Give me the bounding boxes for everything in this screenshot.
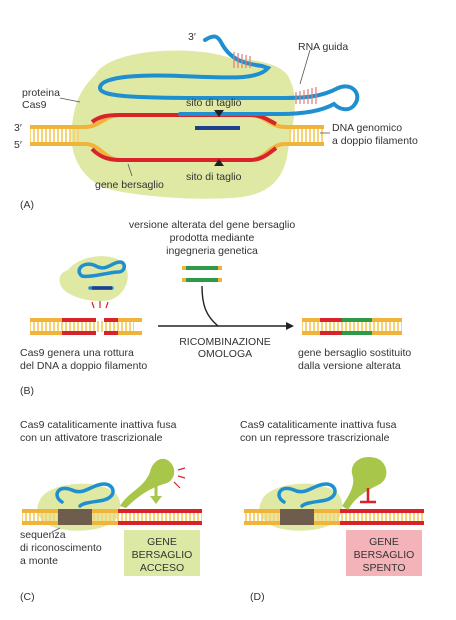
- gene-off-line1: GENE: [369, 536, 399, 548]
- panel-c-header-line1: Cas9 cataliticamente inattiva fusa: [20, 419, 177, 431]
- repaired-dna: [302, 318, 402, 335]
- replaced-gene-line1: gene bersaglio sostituito: [298, 347, 411, 359]
- donor-merge-arrow: [201, 285, 219, 327]
- protein-leader: [59, 97, 81, 103]
- cas9-protein-shape-b: [59, 256, 128, 302]
- recognition-leader: [51, 527, 61, 533]
- rna-guide-leader: [299, 49, 311, 85]
- cut-site-bottom-marker: [214, 159, 224, 166]
- target-gene-bottom: [90, 146, 278, 162]
- recognition-seq-line3: a monte: [20, 555, 58, 567]
- activation-arrowhead: [150, 496, 162, 504]
- gene-on-line1: GENE: [147, 536, 177, 548]
- replaced-gene-line2: dalla versione alterata: [298, 360, 401, 372]
- dna-c: [22, 509, 202, 525]
- panel-c-label: (C): [20, 591, 35, 603]
- target-gene-label: gene bersaglio: [95, 179, 164, 191]
- gene-off-line2: BERSAGLIO: [354, 549, 415, 561]
- gene-on-line2: BERSAGLIO: [132, 549, 193, 561]
- cut-site-top-label: sito di taglio: [186, 97, 242, 109]
- recombination-arrowhead: [286, 322, 294, 330]
- altered-version-line2: prodotta mediante: [170, 232, 255, 244]
- panel-a: 3′ RNA guida proteina Cas9 3′ 5′ sito di…: [14, 31, 418, 211]
- broken-dna: [30, 301, 142, 335]
- panel-b: versione alterata del gene bersaglio pro…: [20, 219, 411, 397]
- protein-label-line1: proteina: [22, 87, 60, 99]
- dna-rungs-left: [30, 127, 80, 144]
- altered-version-line3: ingegneria genetica: [166, 245, 258, 257]
- target-gene-leader: [127, 163, 133, 177]
- dna-d: [244, 509, 424, 525]
- rna-guide-label: RNA guida: [298, 41, 348, 53]
- donor-dna: [182, 266, 222, 282]
- genomic-dna-label-line1: DNA genomico: [332, 122, 402, 134]
- three-prime-label: 3′: [14, 122, 22, 134]
- cas9-break-line1: Cas9 genera una rottura: [20, 347, 134, 359]
- recognition-seq-line1: sequenza: [20, 529, 66, 541]
- genomic-dna-label-line2: a doppio filamento: [332, 135, 418, 147]
- dna-rungs-right: [288, 127, 324, 144]
- gene-on-line3: ACCESO: [140, 562, 184, 574]
- cut-site-top-marker: [214, 110, 224, 117]
- panel-d-header-line1: Cas9 cataliticamente inattiva fusa: [240, 419, 397, 431]
- panel-c-header-line2: con un attivatore trascrizionale: [20, 432, 163, 444]
- recombination-label-line2: OMOLOGA: [198, 348, 252, 360]
- panel-d: Cas9 cataliticamente inattiva fusa con u…: [240, 419, 424, 603]
- gene-off-line3: SPENTO: [363, 562, 406, 574]
- repressor-domain: [342, 456, 387, 510]
- recombination-label-line1: RICOMBINAZIONE: [179, 336, 271, 348]
- three-prime-rna-label: 3′: [188, 31, 196, 43]
- recognition-seq-line2: di riconoscimento: [20, 542, 102, 554]
- cut-site-bottom-label: sito di taglio: [186, 171, 242, 183]
- guide-rna-d: [277, 482, 337, 508]
- five-prime-label: 5′: [14, 139, 22, 151]
- panel-d-header-line2: con un repressore trascrizionale: [240, 432, 390, 444]
- gene-off-box: [346, 530, 422, 576]
- activator-signal: [173, 467, 186, 489]
- panel-b-label: (B): [20, 385, 34, 397]
- rna-hairpin-rungs: [233, 52, 317, 104]
- panel-c: Cas9 cataliticamente inattiva fusa con u…: [20, 419, 202, 603]
- gene-on-box: [124, 530, 200, 576]
- cas9-break-line2: del DNA a doppio filamento: [20, 360, 147, 372]
- panel-a-label: (A): [20, 199, 34, 211]
- altered-version-line1: versione alterata del gene bersaglio: [129, 219, 296, 231]
- activator-domain: [120, 458, 175, 508]
- guide-rna-c: [55, 482, 115, 508]
- panel-d-label: (D): [250, 591, 265, 603]
- protein-label-line2: Cas9: [22, 99, 47, 111]
